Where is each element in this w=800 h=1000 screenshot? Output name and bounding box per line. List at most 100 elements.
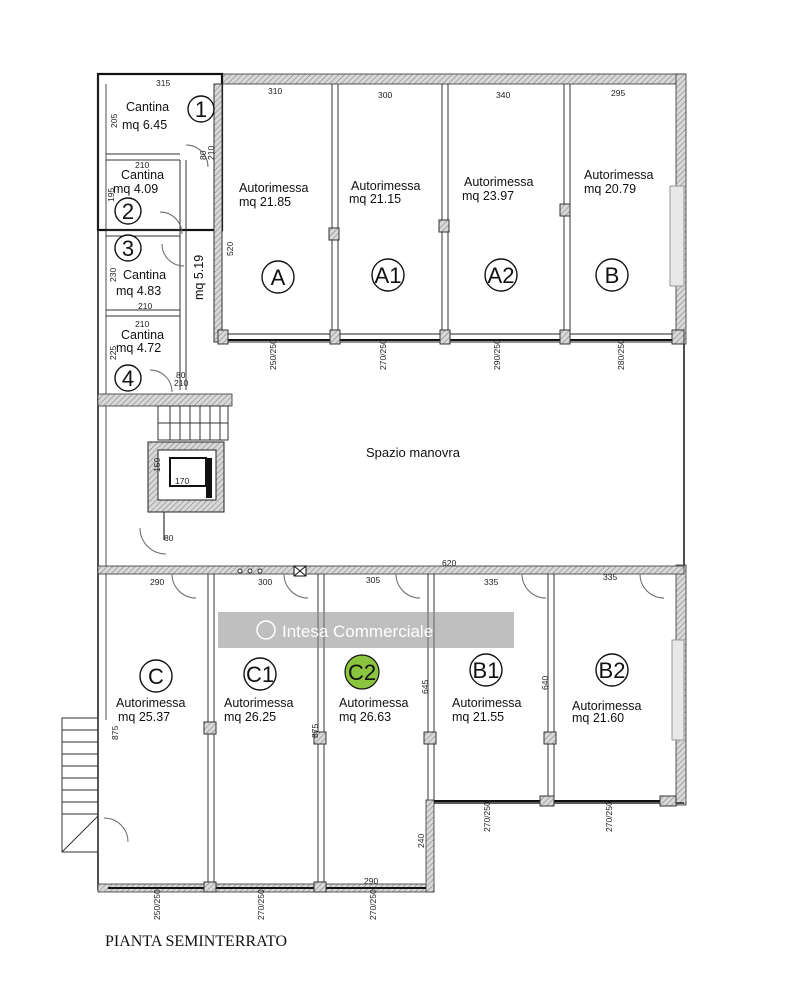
watermark-text: Intesa Commerciale <box>282 622 433 641</box>
bottom-garage-walls <box>97 565 685 886</box>
staircase <box>157 405 229 441</box>
garage-B1[interactable]: 620 335 B1 Autorimessa mq 21.55 645 <box>420 558 522 724</box>
garage-A-letter: A <box>271 265 286 290</box>
garage-A-width: 310 <box>268 86 282 96</box>
garage-A-area: mq 21.85 <box>239 195 291 209</box>
garage-B1-letter: B1 <box>473 658 500 683</box>
plan-title: PIANTA SEMINTERRATO <box>105 933 287 950</box>
watermark: Intesa Commerciale <box>218 612 514 648</box>
cellar-4-area: mq 4.72 <box>116 341 161 355</box>
opening-a1: 270/250 <box>378 339 388 370</box>
cellar-door-80: 80 <box>176 370 186 380</box>
garage-B-letter: B <box>605 263 620 288</box>
garage-B-badge <box>595 258 629 292</box>
opening-c2: 270/250 <box>368 889 378 920</box>
bottom-290: 290 <box>364 876 378 886</box>
garage-B2-depth: 640 <box>540 676 550 690</box>
garage-B2-letter: B2 <box>599 658 626 683</box>
garage-C1-depth: 875 <box>310 724 320 738</box>
garage-C-depth: 875 <box>110 726 120 740</box>
garage-C1-badge <box>243 657 277 691</box>
garage-C2[interactable]: 305 C2 Autorimessa mq 26.63 <box>339 575 409 724</box>
gap-620: 620 <box>442 558 456 568</box>
maneuver-space-label: Spazio manovra <box>366 445 461 460</box>
cellar-1-badge <box>187 95 215 123</box>
garage-A2-width: 340 <box>496 90 510 100</box>
top-garage-walls <box>328 84 685 340</box>
corridor-area: mq 5.19 <box>192 255 206 300</box>
garage-B-width: 295 <box>611 88 625 98</box>
garage-C-width: 290 <box>150 577 164 587</box>
garage-A2-name: Autorimessa <box>464 175 534 189</box>
garage-C2-name: Autorimessa <box>339 696 409 710</box>
cellar-1-height: 205 <box>109 114 119 128</box>
garage-A1-letter: A1 <box>375 263 402 288</box>
elevator <box>139 441 225 555</box>
cellar-2-width: 210 <box>135 160 149 170</box>
garage-B-area: mq 20.79 <box>584 182 636 196</box>
garage-C2-width: 305 <box>366 575 380 585</box>
opening-b: 280/250 <box>616 339 626 370</box>
garage-B2-name: Autorimessa <box>572 699 642 713</box>
cellar-3-badge <box>114 234 142 262</box>
garage-A-name: Autorimessa <box>239 181 309 195</box>
garage-C1[interactable]: 300 C1 Autorimessa mq 26.25 875 <box>224 577 320 738</box>
cellar-door-210: 210 <box>174 378 188 388</box>
garage-A[interactable]: 310 Autorimessa mq 21.85 A 520 <box>225 86 309 294</box>
garage-C2-badge <box>344 654 380 690</box>
garage-B[interactable]: 295 Autorimessa mq 20.79 B <box>584 88 654 292</box>
cellar-4-height: 225 <box>108 346 118 360</box>
lift-height: 150 <box>152 458 162 472</box>
garage-B2[interactable]: 335 B2 Autorimessa mq 21.60 640 <box>540 572 642 725</box>
garage-A1[interactable]: 300 Autorimessa mq 21.15 A1 <box>349 90 421 292</box>
garage-C2-letter: C2 <box>348 660 376 685</box>
opening-c: 250/250 <box>152 889 162 920</box>
garage-A1-area: mq 21.15 <box>349 192 401 206</box>
external-stairs <box>61 717 129 853</box>
cellar-3-height: 230 <box>108 268 118 282</box>
cellar-1-area: mq 6.45 <box>122 118 167 132</box>
garage-C-name: Autorimessa <box>116 696 186 710</box>
watermark-logo-icon <box>256 620 276 640</box>
garage-C1-name: Autorimessa <box>224 696 294 710</box>
cellar-4-number: 4 <box>122 366 134 391</box>
garage-C-badge <box>139 659 173 693</box>
top-garage-doors <box>217 329 685 345</box>
door-dimension-labels: 80 210 80 210 80 170 150 <box>152 146 216 543</box>
opening-a: 250/250 <box>268 339 278 370</box>
garage-C[interactable]: 290 C Autorimessa mq 25.37 875 <box>110 577 186 740</box>
garage-B1-name: Autorimessa <box>452 696 522 710</box>
door-dim-210: 210 <box>206 146 216 160</box>
garage-C1-width: 300 <box>258 577 272 587</box>
garage-A2-area: mq 23.97 <box>462 189 514 203</box>
garage-A2-letter: A2 <box>488 263 515 288</box>
garage-C-area: mq 25.37 <box>118 710 170 724</box>
cellar-2-number: 2 <box>122 199 134 224</box>
cellar-2[interactable]: Cantina mq 4.09 2 210 195 <box>106 160 164 225</box>
stair-wall <box>97 393 233 407</box>
cellar-2-name: Cantina <box>121 168 164 182</box>
cellar-4[interactable]: 210 Cantina mq 4.72 4 225 <box>108 319 164 392</box>
garage-B-name: Autorimessa <box>584 168 654 182</box>
top-opening-labels: 250/250 270/250 290/250 280/250 <box>268 339 626 370</box>
cellar-2-badge <box>114 197 142 225</box>
garage-A2-badge <box>484 258 518 292</box>
garage-B2-area: mq 21.60 <box>572 711 624 725</box>
cellar-2-area: mq 4.09 <box>113 182 158 196</box>
lift-door-80: 80 <box>164 533 174 543</box>
garage-A2[interactable]: 340 Autorimessa mq 23.97 A2 <box>462 90 534 292</box>
lift-width: 170 <box>175 476 189 486</box>
cellar-3[interactable]: 3 Cantina mq 4.83 210 230 <box>108 234 166 311</box>
garage-C-letter: C <box>148 664 164 689</box>
cellar-3-width: 210 <box>138 301 152 311</box>
garage-B2-badge <box>595 653 629 687</box>
cellar-1[interactable]: Cantina mq 6.45 1 315 205 <box>109 78 215 132</box>
cellar-4-width: 210 <box>135 319 149 329</box>
cellar-2-height: 195 <box>106 188 116 202</box>
opening-c1: 270/250 <box>256 889 266 920</box>
garage-B1-width: 335 <box>484 577 498 587</box>
garage-B2-width: 335 <box>603 572 617 582</box>
opening-a2: 290/250 <box>492 339 502 370</box>
top-depth: 520 <box>225 242 235 256</box>
